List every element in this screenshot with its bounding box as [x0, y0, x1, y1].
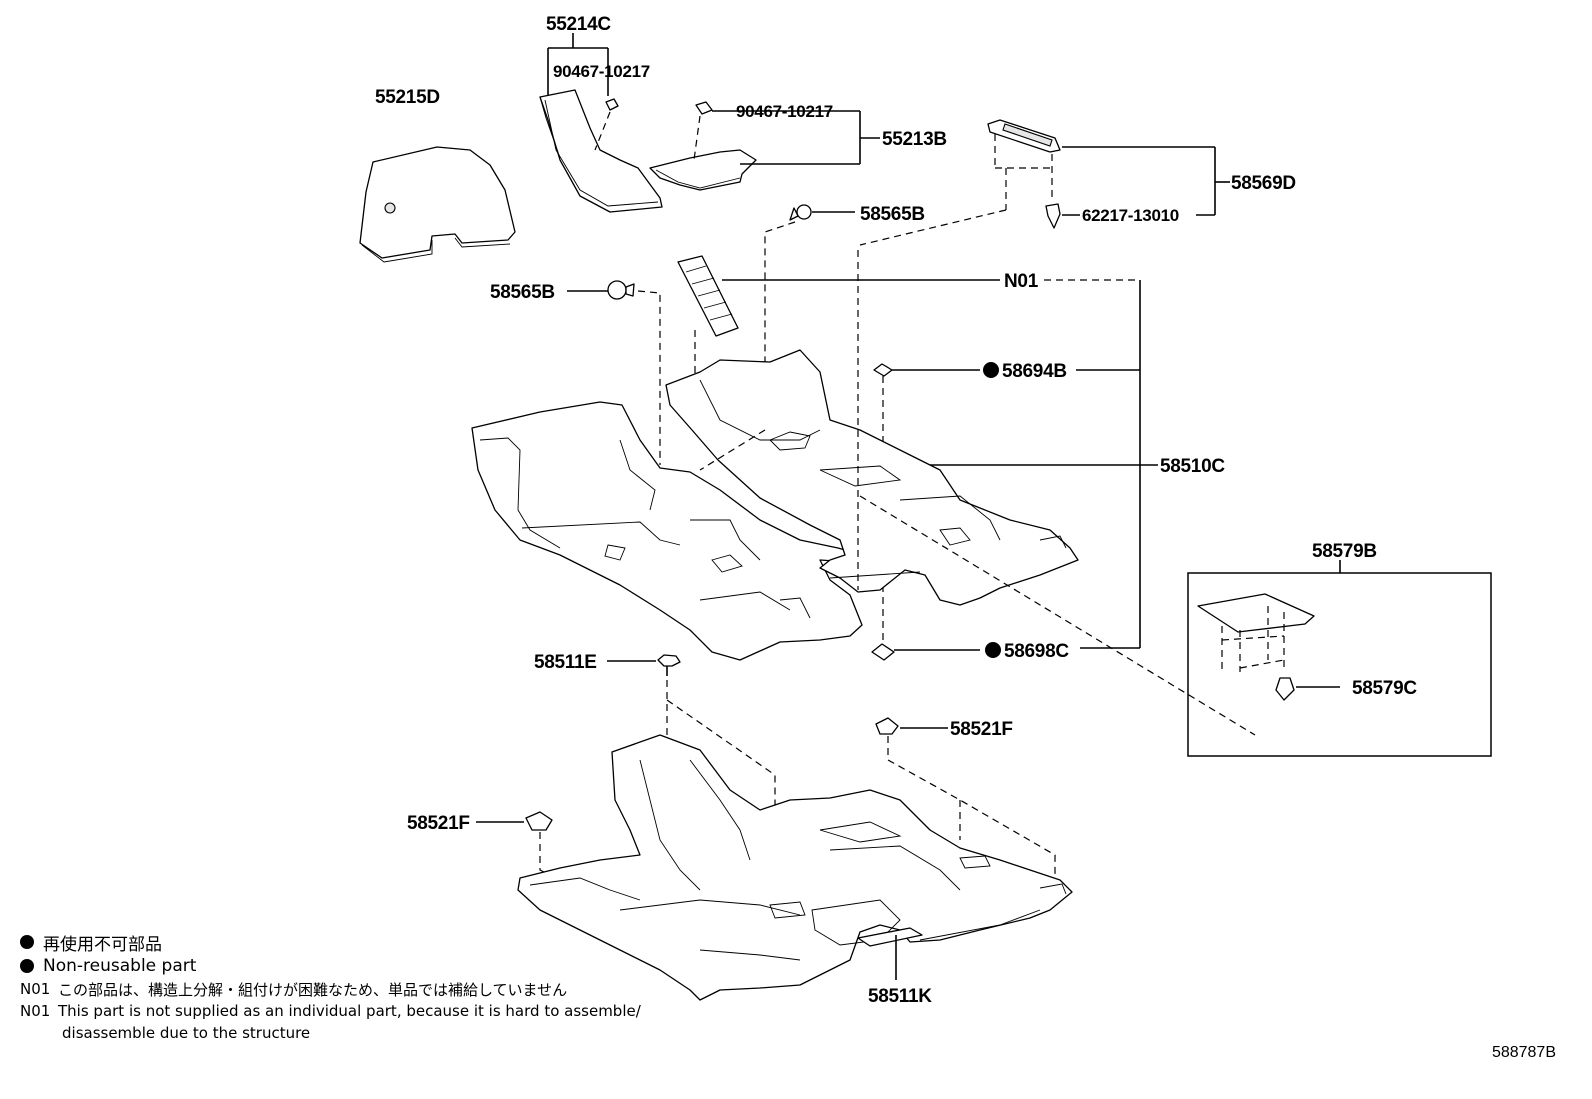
- label-58694B: 58694B: [1002, 361, 1067, 382]
- label-58698C: 58698C: [1004, 641, 1069, 662]
- label-58569D: 58569D: [1231, 173, 1296, 194]
- label-58510C: 58510C: [1160, 456, 1225, 477]
- part-55215D-illustration: [359, 146, 516, 263]
- label-90467-10217-a: 90467-10217: [553, 62, 650, 81]
- part-58565B-lower-illustration: [607, 280, 635, 300]
- part-58565B-upper-illustration: [789, 204, 812, 221]
- legend-n01-jp-text: この部品は、構造上分解・組付けが困難なため、単品では補給していません: [58, 980, 568, 999]
- legend: 再使用不可部品 Non-reusable part N01 この部品は、構造上分…: [20, 930, 641, 1044]
- legend-row-n01-en: N01 This part is not supplied as an indi…: [20, 1000, 641, 1022]
- legend-row-en-nonreusable: Non-reusable part: [20, 954, 641, 978]
- label-55215D: 55215D: [375, 87, 440, 108]
- label-58565B-upper: 58565B: [860, 204, 925, 225]
- nonreusable-marker-58694B: [983, 362, 999, 378]
- label-58521F-lower: 58521F: [407, 813, 470, 834]
- legend-row-jp-nonreusable: 再使用不可部品: [20, 930, 641, 955]
- label-58565B-lower: 58565B: [490, 282, 555, 303]
- label-90467-10217-b: 90467-10217: [736, 102, 833, 121]
- part-58511K-illustration: [517, 734, 1073, 1001]
- legend-row-n01-en-cont: disassemble due to the structure: [20, 1022, 641, 1044]
- label-58579B: 58579B: [1312, 541, 1377, 562]
- legend-en-nonreusable-text: Non-reusable part: [43, 956, 197, 976]
- label-58521F-upper: 58521F: [950, 719, 1013, 740]
- illustration-id: 588787B: [1491, 1044, 1556, 1061]
- label-58579C: 58579C: [1352, 678, 1417, 699]
- legend-n01-en-text-1: This part is not supplied as an individu…: [58, 1002, 641, 1020]
- part-58569D-illustration: [987, 119, 1061, 229]
- part-58698C-illustration: [871, 643, 895, 661]
- label-N01: N01: [1004, 271, 1039, 292]
- legend-row-n01-jp: N01 この部品は、構造上分解・組付けが困難なため、単品では補給していません: [20, 978, 641, 1000]
- part-55214C-illustration: [539, 89, 663, 213]
- nonreusable-dot-icon: [20, 935, 34, 949]
- part-58521F-upper-illustration: [875, 717, 899, 735]
- part-58510C-illustration: [471, 349, 1079, 661]
- part-N01-illustration: [677, 255, 739, 337]
- label-55214C: 55214C: [546, 14, 611, 35]
- legend-n01-en-text-2: disassemble due to the structure: [62, 1024, 311, 1042]
- part-58694B-illustration: [873, 363, 893, 377]
- legend-n01-prefix-jp: N01: [20, 980, 51, 998]
- part-55213B-illustration: [649, 101, 757, 191]
- legend-jp-nonreusable-text: 再使用不可部品: [43, 934, 162, 955]
- legend-n01-prefix-en: N01: [20, 1002, 51, 1020]
- nonreusable-marker-58698C: [985, 642, 1001, 658]
- label-58511E: 58511E: [534, 652, 597, 673]
- label-55213B: 55213B: [882, 129, 947, 150]
- part-58511E-illustration: [657, 654, 681, 676]
- nonreusable-dot-icon: [20, 959, 34, 973]
- part-58579B-illustration: [1197, 593, 1315, 701]
- part-58521F-lower-illustration: [525, 811, 553, 831]
- label-58511K: 58511K: [868, 986, 932, 1007]
- label-62217-13010: 62217-13010: [1082, 206, 1179, 225]
